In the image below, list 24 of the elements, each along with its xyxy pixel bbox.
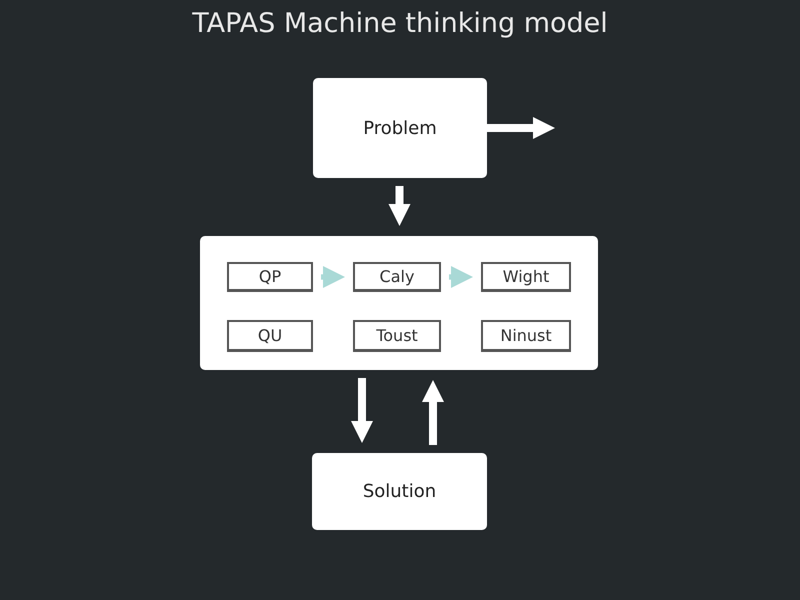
arrow [422, 380, 444, 445]
process-box [313, 78, 487, 178]
node-label: Toust [376, 328, 418, 344]
group-panel [200, 236, 598, 370]
node-label: QU [258, 328, 282, 344]
step-box [227, 262, 313, 292]
arrow [449, 266, 473, 288]
arrow [388, 186, 410, 226]
node-label: QP [258, 268, 282, 284]
node-label: Caly [380, 268, 414, 284]
step-box [227, 320, 313, 352]
node-label: Solution [362, 481, 436, 502]
arrow [321, 266, 345, 288]
arrow [487, 117, 555, 139]
node-label: Problem [363, 118, 437, 138]
process-box [312, 453, 487, 530]
diagram-title: TAPAS Machine thinking model [191, 8, 609, 39]
node-label: Ninust [500, 328, 552, 344]
step-box [481, 262, 571, 292]
node-label: Wight [502, 268, 550, 284]
arrow [351, 378, 373, 443]
step-box [353, 262, 441, 292]
step-box [353, 320, 441, 352]
step-box [481, 320, 571, 352]
